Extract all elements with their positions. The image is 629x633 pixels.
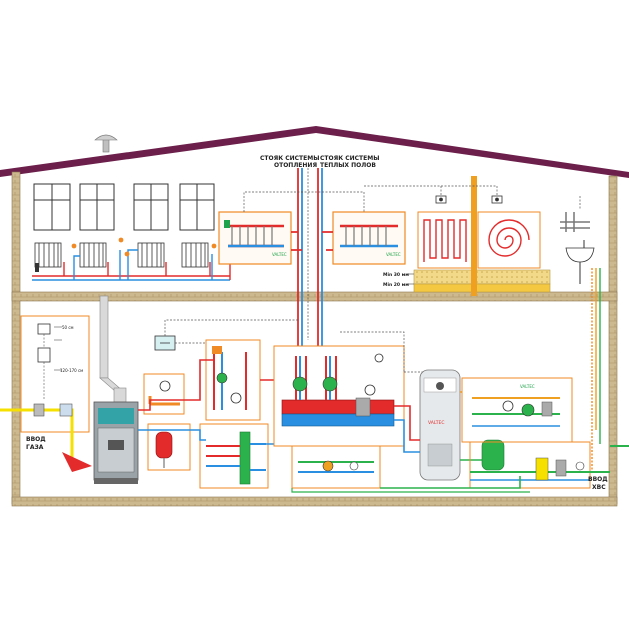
screed-min30-label: Min 30 мм [383,272,409,278]
risers [291,168,333,350]
radiator-2 [79,242,107,268]
dim-50-label: 50 см [62,325,74,330]
screed-layer: Min 30 мм Min 20 мм [383,269,551,293]
hot-water-cylinder: VALTEC [419,369,461,481]
riser-floor-label-2: ТЕПЛЫХ ПОЛОВ [320,162,376,169]
water-inlet-label-2: ХВС [592,484,606,491]
radiator-1 [34,242,62,272]
dim-120-170-label: 120-170 см [60,368,83,373]
radiator-valves [71,237,217,257]
radiator-4 [181,242,209,268]
washbasin [565,240,595,284]
screed-min20-label: Min 20 мм [383,282,409,288]
underfloor-manifold-cabinet: VALTEC [332,211,406,265]
window-3 [133,183,169,231]
expansion-vessel-group [143,373,191,471]
manifold-brand-label-2: VALTEC [386,252,401,257]
window-1 [33,183,71,231]
control-wires-upper [243,185,581,212]
radiator-piping [32,246,231,281]
riser-heating-label-2: ОТОПЛЕНИЯ [274,162,317,169]
roof [0,126,629,178]
building-walls [11,171,618,507]
manifold-brand-label-1: VALTEC [272,252,287,257]
gas-meter-frame: 50 см 120-170 см ВВОД ГАЗА [20,315,90,451]
radiators [34,242,209,272]
water-group-brand-label: VALTEC [520,384,535,389]
pump-group-left [205,339,261,421]
distribution-manifold-frame [273,345,405,447]
window-4 [179,183,215,231]
dhw-riser [471,176,590,296]
riser-heating-label-1: СТОЯК СИСТЕМЫ [260,155,319,162]
riser-labels: СТОЯК СИСТЕМЫ ОТОПЛЕНИЯ СТОЯК СИСТЕМЫ ТЕ… [260,155,379,169]
hydraulic-separator-group [199,423,269,489]
room-thermostats [435,195,503,204]
gas-pipe [0,403,92,472]
water-filter-group [469,439,610,489]
controller-box [154,335,176,351]
riser-floor-label-1: СТОЯК СИСТЕМЫ [320,155,379,162]
water-inlet-group-frame: VALTEC [461,377,573,443]
floor-heating-loops [417,211,541,269]
control-wires-lower [164,319,436,373]
flue-pipe [99,295,127,403]
gas-inlet-label-2: ГАЗА [26,444,44,451]
cylinder-brand-label: VALTEC [428,420,445,426]
radiator-manifold-cabinet: VALTEC [218,211,292,265]
water-inlet-label-1: ВВОД [588,476,608,483]
dhw-circulation-group [291,445,381,489]
gas-boiler [93,401,139,484]
window-2 [79,183,115,231]
cold-water-main [291,445,629,493]
gas-inlet-label-1: ВВОД [26,436,46,443]
windows [33,183,215,231]
chimney-cap [94,134,118,153]
radiator-3 [137,242,165,268]
cold-water-riser [591,268,601,470]
water-inlet-label: ВВОД ХВС [588,476,608,491]
